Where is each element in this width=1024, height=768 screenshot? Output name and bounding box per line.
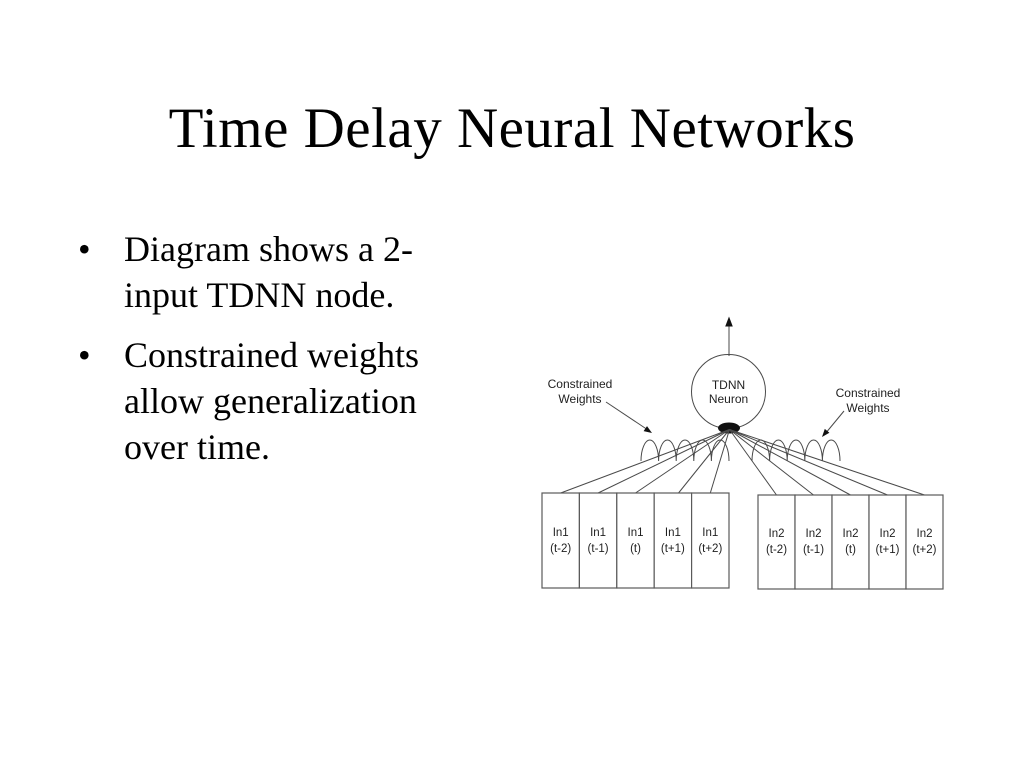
input-cell: [541, 492, 581, 589]
input-cell-label-line2: (t-2): [550, 543, 571, 555]
left-label-arrowhead-icon: [643, 426, 652, 433]
fan-line: [729, 429, 925, 496]
input-cell-label-line1: In2: [769, 528, 785, 540]
input-cell: [905, 494, 944, 590]
right-weights-label-line1: Constrained: [836, 386, 901, 400]
input-cell: [653, 492, 693, 589]
fan-line: [597, 429, 730, 494]
input-cell-label-line1: In1: [665, 527, 681, 539]
input-cell: [578, 492, 618, 589]
input-cell-label-line1: In2: [843, 528, 859, 540]
bullet-text: Constrained weights allow generalization…: [124, 335, 419, 467]
right-label-arrowhead-icon: [822, 428, 830, 437]
input-cell: [794, 494, 833, 590]
fan-line: [729, 429, 777, 496]
input-cell-label-line2: (t+1): [661, 543, 685, 555]
bullet-marker: •: [78, 335, 91, 375]
neuron-label-line1: TDNN: [712, 378, 745, 392]
fan-line: [672, 429, 730, 501]
left-weights-label-line1: Constrained: [548, 377, 613, 391]
right-label-arrow-line: [824, 410, 845, 435]
left-weight-arcs: [640, 439, 730, 462]
input-cell-label-line1: In1: [702, 527, 718, 539]
input-group-in1: In1 (t-2) In1 (t-1) In1 (t) In1 (t+1) In…: [541, 492, 730, 589]
input-group-in2: In2 (t-2) In2 (t-1) In2 (t) In2 (t+1) In…: [757, 494, 944, 590]
input-cell: [616, 492, 655, 589]
fan-line: [729, 429, 851, 496]
fan-lines: [560, 429, 925, 501]
fan-line: [729, 429, 814, 496]
left-label-arrow-line: [605, 401, 649, 431]
left-weights-label-line2: Weights: [558, 392, 601, 406]
input-cell: [690, 492, 730, 589]
input-cell: [831, 494, 870, 590]
input-cell: [757, 494, 796, 590]
input-cell-label-line2: (t): [845, 544, 856, 556]
input-cell-label-line1: In1: [553, 527, 569, 539]
neuron-label-line2: Neuron: [709, 392, 748, 406]
input-cell-label-line2: (t-1): [588, 543, 609, 555]
input-cell-label-line1: In2: [806, 528, 822, 540]
input-cell-label-line2: (t-2): [766, 544, 787, 556]
tdnn-diagram: TDNN Neuron Constrained Weights Constrai…: [541, 316, 944, 590]
bullet-item: • Diagram shows a 2- input TDNN node.: [78, 226, 488, 318]
input-cell: [868, 494, 907, 590]
input-cell-label-line1: In2: [917, 528, 933, 540]
input-cell-label-line2: (t+2): [913, 544, 937, 556]
fan-line: [729, 429, 888, 496]
bullet-item: • Constrained weights allow generalizati…: [78, 332, 488, 470]
input-cell-label-line1: In2: [880, 528, 896, 540]
bullet-list: • Diagram shows a 2- input TDNN node. • …: [78, 226, 488, 484]
fan-line: [709, 429, 730, 494]
bullet-marker: •: [78, 229, 91, 269]
input-cell-label-line2: (t-1): [803, 544, 824, 556]
input-cell-label-line1: In1: [628, 527, 644, 539]
input-cell-label-line2: (t+2): [698, 543, 722, 555]
slide-title: Time Delay Neural Networks: [168, 97, 856, 160]
fan-line: [635, 429, 730, 494]
input-cell-label-line2: (t+1): [876, 544, 900, 556]
bullet-text: Diagram shows a 2- input TDNN node.: [124, 229, 413, 315]
right-weight-arcs: [751, 439, 841, 462]
input-cell-label-line1: In1: [590, 527, 606, 539]
input-cell-label-line2: (t): [630, 543, 641, 555]
output-arrowhead-icon: [725, 316, 733, 327]
right-weights-label-line2: Weights: [846, 401, 889, 415]
